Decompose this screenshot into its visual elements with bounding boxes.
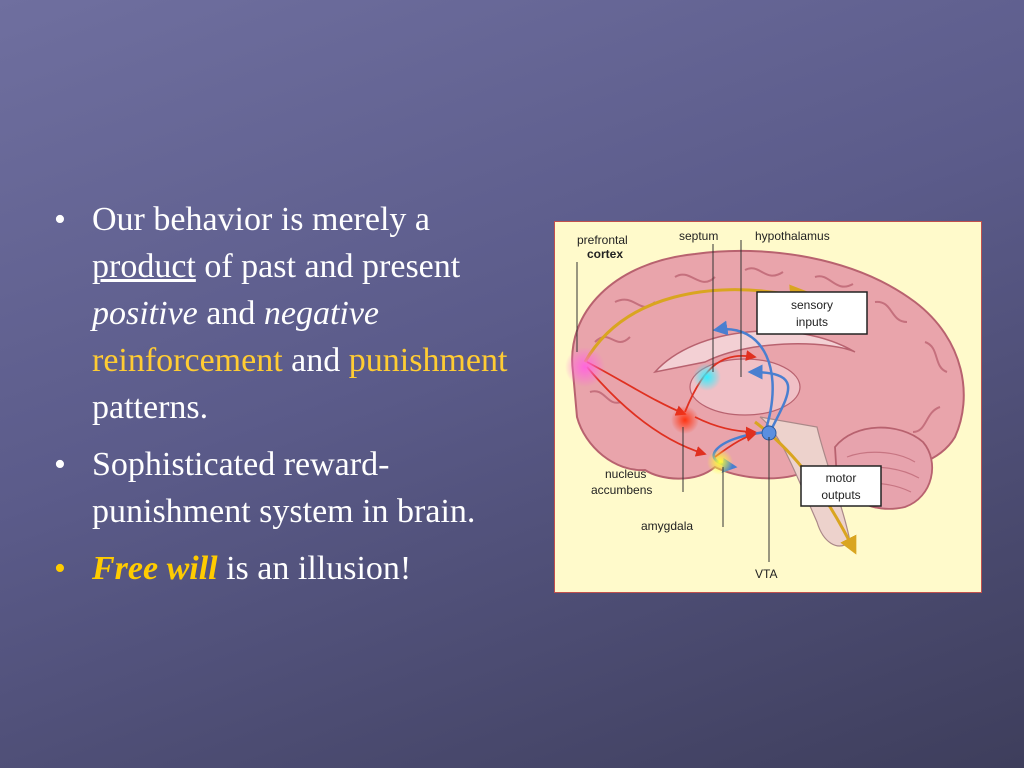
bullet-list: • Our behavior is merely a product of pas…: [54, 196, 524, 602]
brain-diagram-svg: prefrontal cortex septum hypothalamus se…: [565, 229, 965, 581]
bullet-item: • Sophisticated reward-punishment system …: [54, 441, 524, 535]
label-nucleus: nucleus: [605, 467, 646, 481]
label-outputs: outputs: [821, 488, 860, 502]
bullet-item: • Free will is an illusion!: [54, 545, 524, 592]
label-motor: motor: [826, 471, 857, 485]
bullet-marker: •: [54, 550, 66, 587]
motor-outputs-box: [800, 465, 882, 507]
pathway-blue-1: [712, 320, 774, 433]
bullet-text: product: [92, 248, 196, 285]
bullet-text: Free will: [92, 550, 218, 587]
brain-reward-diagram: prefrontal cortex septum hypothalamus se…: [554, 221, 982, 593]
label-leaders: [576, 240, 770, 562]
bullet-text: is an illusion!: [217, 550, 412, 587]
bullet-marker: •: [54, 446, 66, 483]
pathway-red-3: [684, 350, 757, 413]
bullet-text: patterns.: [92, 389, 209, 426]
label-inputs: inputs: [796, 315, 828, 329]
sensory-inputs-box: [756, 291, 868, 335]
cortex-folds: [589, 267, 948, 433]
bullet-text: of past and present: [195, 248, 461, 285]
label-cortex: cortex: [587, 247, 623, 261]
bullet-text: punishment: [348, 342, 508, 379]
label-amygdala: amygdala: [641, 519, 693, 533]
bullet-text: and: [282, 342, 349, 379]
label-septum: septum: [679, 229, 718, 243]
prefrontal-glow: [565, 347, 605, 387]
label-hypothalamus: hypothalamus: [755, 229, 830, 243]
bullet-text: and: [197, 295, 264, 332]
amygdala-glow: [707, 449, 733, 475]
label-accumbens: accumbens: [591, 483, 652, 497]
bullet-text: Sophisticated reward-punishment system i…: [92, 446, 476, 530]
pathway-blue-2: [747, 364, 790, 433]
corpus-callosum: [652, 330, 856, 374]
bullet-marker: •: [54, 201, 66, 238]
bullet-text: reinforcement: [92, 342, 283, 379]
bullet-text: Our behavior is merely a: [92, 201, 430, 238]
septum-glow: [693, 363, 721, 391]
accumbens-glow: [671, 406, 699, 434]
bullet-text: negative: [263, 295, 380, 332]
label-vta: VTA: [755, 567, 777, 581]
bullet-text: positive: [92, 295, 198, 332]
pathway-red-2: [586, 366, 707, 457]
label-prefrontal: prefrontal: [577, 233, 628, 247]
label-sensory: sensory: [791, 298, 833, 312]
bullet-item: • Our behavior is merely a product of pas…: [54, 196, 524, 431]
